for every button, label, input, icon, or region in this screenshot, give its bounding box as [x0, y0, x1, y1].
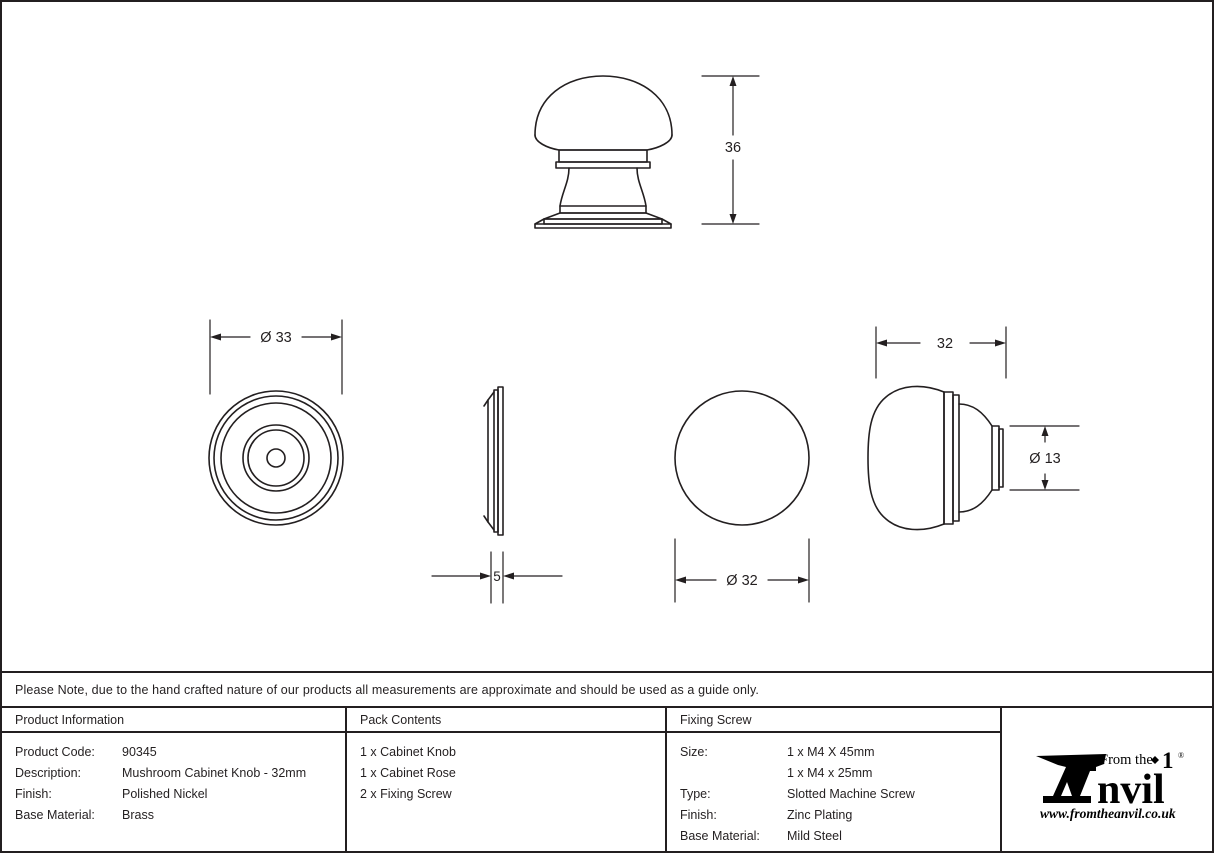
product-information-body: Product Code: 90345 Description: Mushroo… — [2, 733, 345, 826]
list-item: 1 x Cabinet Knob — [360, 745, 456, 759]
logo-url-text: www.fromtheanvil.co.uk — [1040, 806, 1176, 821]
row-key — [680, 763, 787, 784]
row-value: Zinc Plating — [787, 808, 853, 822]
from-the-anvil-logo: From the 1 ® nvil www.fromtheanvil.co.uk — [1034, 748, 1194, 822]
row-key: Base Material: — [680, 829, 760, 843]
dimension-rose-diameter — [209, 319, 343, 395]
dimension-knob-diameter — [674, 538, 810, 603]
rose-face-view-graphic — [208, 390, 344, 526]
row-value: 90345 — [122, 745, 157, 759]
dimension-label-knob-diameter: Ø 32 — [726, 573, 757, 589]
row-key: Size: — [680, 745, 708, 759]
row-key: Finish: — [15, 787, 52, 801]
list-item: 1 x Cabinet Rose — [360, 766, 456, 780]
table-row: 1 x M4 x 25mm — [680, 763, 1000, 784]
product-information-header: Product Information — [2, 708, 345, 733]
dimension-knob-width — [875, 326, 1007, 379]
pack-contents-column: Pack Contents 1 x Cabinet Knob 1 x Cabin… — [347, 708, 667, 851]
logo-registered-mark: ® — [1178, 751, 1184, 760]
dimension-label-knob-width: 32 — [937, 336, 953, 352]
dimension-stem-diameter — [1009, 425, 1080, 491]
row-key: Base Material: — [15, 808, 95, 822]
table-row: Finish: Zinc Plating — [680, 805, 1000, 826]
pack-contents-body: 1 x Cabinet Knob 1 x Cabinet Rose 2 x Fi… — [347, 733, 665, 805]
row-key: Type: — [680, 787, 711, 801]
table-row: Type: Slotted Machine Screw — [680, 784, 1000, 805]
table-row: Base Material: Mild Steel — [680, 826, 1000, 847]
diamond-icon — [1151, 756, 1159, 764]
fixing-screw-body: Size: 1 x M4 X 45mm 1 x M4 x 25mm Type: … — [667, 733, 1000, 847]
rose-side-profile-graphic — [483, 386, 504, 536]
fixing-screw-column: Fixing Screw Size: 1 x M4 X 45mm 1 x M4 … — [667, 708, 1002, 851]
dimension-rose-thickness — [431, 551, 563, 604]
measurement-note-row: Please Note, due to the hand crafted nat… — [2, 671, 1212, 708]
logo-numeral-one: 1 — [1162, 748, 1174, 773]
dimension-label-stem-diameter: Ø 13 — [1029, 451, 1060, 467]
knob-front-elevation-graphic — [534, 75, 673, 229]
row-value: Polished Nickel — [122, 787, 208, 801]
row-value: 1 x M4 x 25mm — [787, 766, 873, 780]
anvil-icon — [1036, 754, 1106, 803]
table-row: Base Material: Brass — [15, 805, 345, 826]
row-value: Slotted Machine Screw — [787, 787, 915, 801]
product-information-column: Product Information Product Code: 90345 … — [2, 708, 347, 851]
dimension-label-rose-diameter: Ø 33 — [260, 330, 291, 346]
logo-top-text: From the — [1100, 752, 1153, 768]
row-value: Mushroom Cabinet Knob - 32mm — [122, 766, 307, 780]
knob-side-rotated-graphic — [867, 385, 1004, 531]
row-key: Finish: — [680, 808, 717, 822]
pack-contents-header: Pack Contents — [347, 708, 665, 733]
table-row: Description: Mushroom Cabinet Knob - 32m… — [15, 763, 345, 784]
row-value: Mild Steel — [787, 829, 842, 843]
table-row: Size: 1 x M4 X 45mm — [680, 742, 1000, 763]
dimension-label-rose-thickness: 5 — [493, 569, 501, 584]
row-value: 1 x M4 X 45mm — [787, 745, 875, 759]
specification-table: Product Information Product Code: 90345 … — [2, 708, 1212, 851]
row-key: Description: — [15, 766, 81, 780]
dimension-label-36: 36 — [725, 140, 741, 156]
row-value: Brass — [122, 808, 154, 822]
logo-main-text: nvil — [1097, 767, 1165, 813]
fixing-screw-header: Fixing Screw — [667, 708, 1000, 733]
dimension-36 — [701, 75, 760, 225]
table-row: Finish: Polished Nickel — [15, 784, 345, 805]
list-item: 2 x Fixing Screw — [360, 787, 452, 801]
table-row: Product Code: 90345 — [15, 742, 345, 763]
knob-plan-view-graphic — [674, 390, 810, 526]
technical-drawing-area: 36 Ø 33 5 Ø 32 32 Ø 13 — [2, 2, 1212, 672]
row-key: Product Code: — [15, 745, 95, 759]
brand-logo-cell: From the 1 ® nvil www.fromtheanvil.co.uk — [1002, 708, 1212, 851]
measurement-note-text: Please Note, due to the hand crafted nat… — [15, 682, 760, 697]
